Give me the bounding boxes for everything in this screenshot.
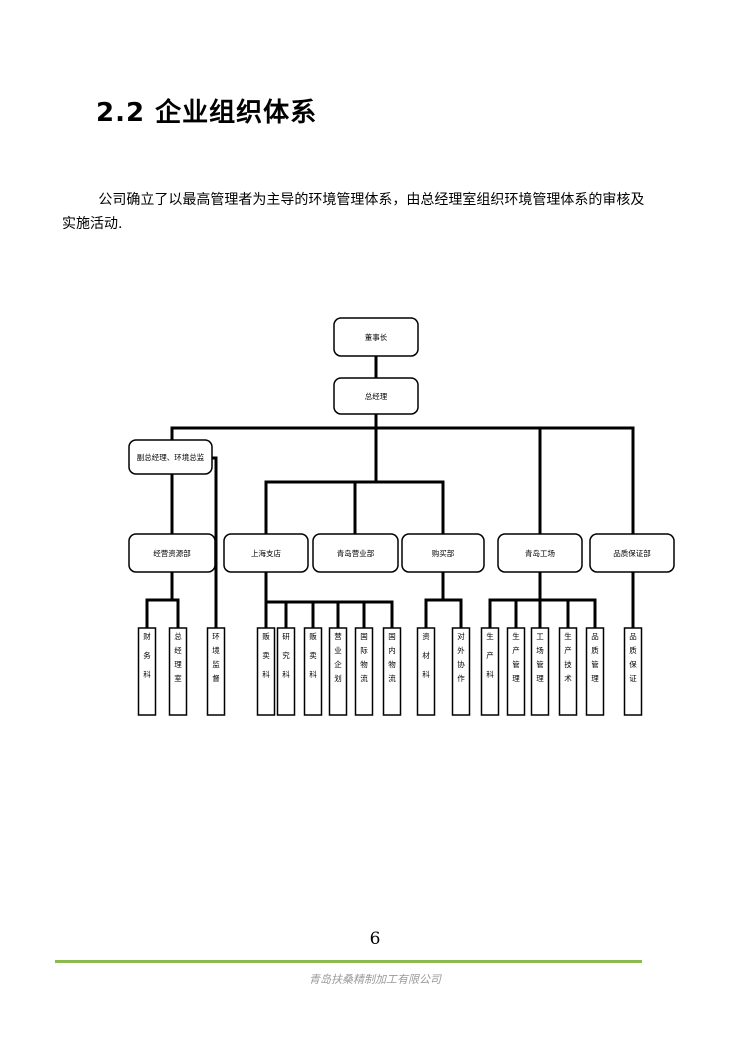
dept-box-label: 经营资源部 [153,548,191,558]
unit-box-label: 生产管理 [512,631,520,683]
unit-box-label: 财务科 [143,631,151,679]
unit-box: 国际物流 [354,627,374,716]
unit-box: 对外协作 [451,627,471,716]
unit-box-label: 国际物流 [360,632,368,683]
dept-box-label: 品质保证部 [613,548,651,558]
unit-box-label: 生产技术 [564,631,572,683]
unit-box-label: 环境监督 [212,632,220,683]
footer-divider [55,960,642,963]
dept-box: 上海支店 [223,533,309,573]
unit-box-label: 总经理室 [174,631,182,683]
chairman-box-label: 董事长 [365,332,388,342]
unit-box-label: 研究科 [282,632,290,679]
unit-box-label: 贩卖科 [262,632,270,679]
unit-box-label: 工场管理 [536,632,544,683]
unit-box: 总经理室 [168,627,188,716]
dept-box: 品质保证部 [589,533,675,573]
dept-box: 青岛营业部 [312,533,399,573]
unit-box: 贩卖科 [303,627,323,716]
connector-line [210,456,218,630]
unit-box-label: 资材科 [422,631,430,679]
unit-box: 国内物流 [382,627,402,716]
page-number: 6 [369,929,381,949]
unit-box: 营业企划 [328,627,348,716]
unit-box: 生产科 [480,627,500,716]
section-heading: 2.2 企业组织体系 [96,98,318,128]
dept-box-label: 青岛营业部 [337,548,375,558]
chairman-box: 董事长 [333,317,419,357]
unit-box-label: 营业企划 [334,631,342,683]
general-manager-box: 总经理 [333,377,419,415]
unit-box-label: 贩卖科 [309,632,317,679]
general-manager-box-label: 总经理 [365,391,388,401]
unit-box: 资材科 [416,627,436,716]
dept-box-label: 上海支店 [251,548,281,558]
unit-box: 品质管理 [585,627,605,716]
intro-paragraph: 公司确立了以最高管理者为主导的环境管理体系，由总经理室组织环境管理体系的审核及实… [62,192,645,232]
dept-box: 购买部 [401,533,485,573]
unit-box: 财务科 [137,627,157,716]
unit-box: 生产管理 [506,627,526,716]
unit-box-label: 对外协作 [457,631,465,683]
unit-box: 品质保证 [623,627,643,716]
footer-company: 青岛扶桑精制加工有限公司 [309,973,441,986]
deputy-manager-box-label: 副总经理、环境总监 [137,452,205,462]
unit-box: 贩卖科 [256,627,276,716]
dept-box: 经营资源部 [128,533,216,573]
deputy-manager-box: 副总经理、环境总监 [128,439,213,475]
dept-box: 青岛工场 [497,533,583,573]
dept-box-label: 购买部 [432,548,455,558]
unit-box: 工场管理 [530,627,550,716]
unit-box-label: 品质保证 [629,632,637,683]
unit-box: 环境监督 [206,627,226,716]
unit-box-label: 国内物流 [388,632,396,683]
unit-box-label: 生产科 [486,631,494,679]
dept-box-label: 青岛工场 [525,548,555,558]
unit-box: 研究科 [276,627,296,716]
unit-box: 生产技术 [558,627,578,716]
unit-box-label: 品质管理 [591,632,599,683]
